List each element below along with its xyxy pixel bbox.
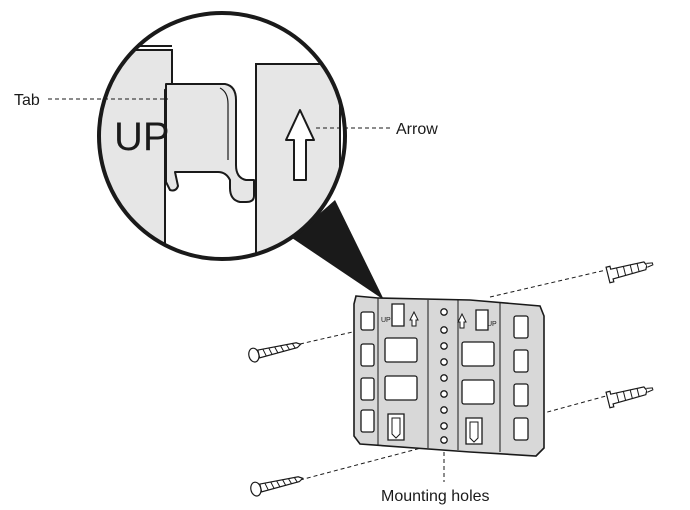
arrow-label: Arrow xyxy=(396,121,438,138)
screw-path-top-right xyxy=(489,269,607,298)
screw-path-bottom-right xyxy=(499,395,607,426)
mounting-holes-label: Mounting holes xyxy=(381,488,490,505)
zoom-callout-cone xyxy=(292,200,384,300)
zoom-detail: UP xyxy=(97,11,347,261)
screw-bottom-left-icon xyxy=(250,476,304,497)
tab-label: Tab xyxy=(14,92,40,109)
bracket-up-marking-left: UP xyxy=(381,317,391,324)
wall-anchor-bottom-right-icon xyxy=(605,386,654,409)
screw-path-bottom-left xyxy=(299,442,441,481)
bracket-up-marking-right: UP xyxy=(487,321,497,328)
wall-anchor-top-right-icon xyxy=(605,261,654,284)
zoom-right-plate xyxy=(255,63,341,259)
zoom-up-marking: UP xyxy=(114,115,170,159)
zoom-tab xyxy=(165,83,255,203)
mounting-holes xyxy=(440,308,448,444)
screw-top-left-icon xyxy=(248,342,302,363)
zoom-left-plate xyxy=(99,49,173,259)
wall-bracket: UP UP xyxy=(353,295,545,457)
zoom-arrow-icon xyxy=(285,109,315,181)
